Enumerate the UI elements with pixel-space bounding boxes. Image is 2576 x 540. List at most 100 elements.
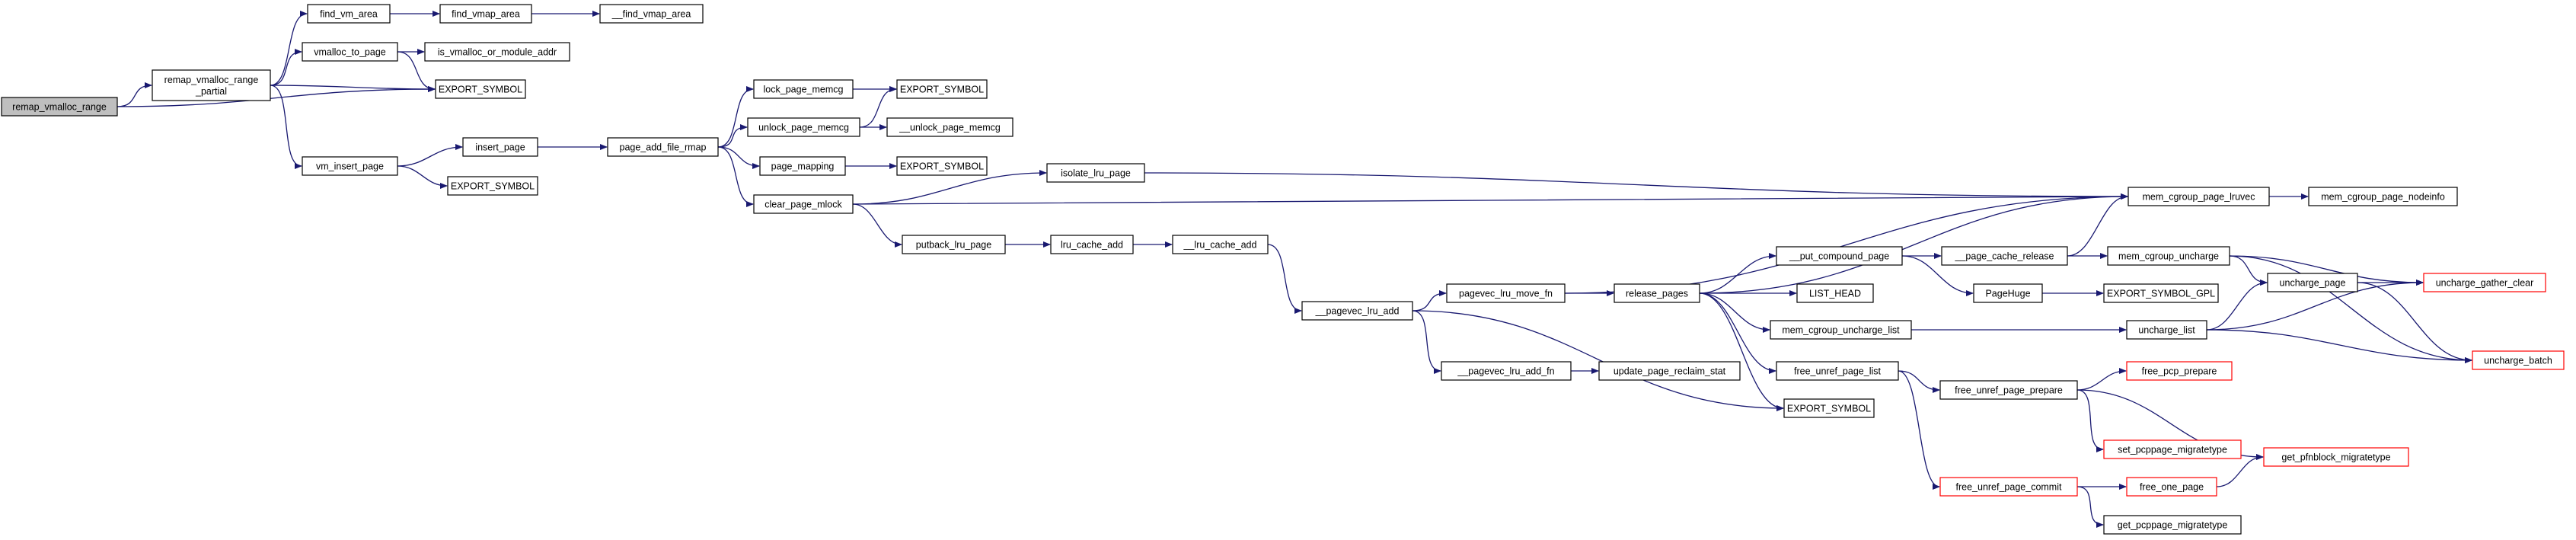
edge-path — [1699, 292, 1776, 374]
node---put-compound-page[interactable]: __put_compound_page — [1776, 246, 1903, 266]
edge-path — [852, 203, 902, 248]
node---page-cache-release[interactable]: __page_cache_release — [1941, 246, 2068, 266]
edge-path — [1699, 292, 1784, 411]
edge-path — [852, 193, 2128, 205]
node-label: insert_page — [475, 142, 525, 153]
node-remap-vmalloc-range[interactable]: remap_vmalloc_range — [1, 97, 118, 117]
node-isolate-lru-page[interactable]: isolate_lru_page — [1046, 163, 1145, 183]
node-label: __page_cache_release — [1955, 251, 2054, 262]
node-page-add-file-rmap[interactable]: page_add_file_rmap — [607, 137, 719, 157]
node-export-symbol-2[interactable]: EXPORT_SYMBOL — [447, 176, 538, 196]
node-pagehuge[interactable]: PageHuge — [1973, 283, 2043, 303]
node-free-unref-page-prepare[interactable]: free_unref_page_prepare — [1939, 380, 2078, 400]
node-label: lru_cache_add — [1061, 240, 1123, 251]
edge-path — [2216, 454, 2264, 487]
node---pagevec-lru-add[interactable]: __pagevec_lru_add — [1301, 301, 1413, 321]
node-box — [307, 4, 391, 24]
node-lru-cache-add[interactable]: lru_cache_add — [1050, 235, 1134, 254]
node-label: isolate_lru_page — [1061, 168, 1131, 179]
node-mem-cgroup-page-nodeinfo[interactable]: mem_cgroup_page_nodeinfo — [2308, 187, 2458, 206]
node-get-pfnblock-migratetype[interactable]: get_pfnblock_migratetype — [2263, 447, 2409, 467]
node---find-vmap-area[interactable]: __find_vmap_area — [599, 4, 704, 24]
edge-remap_vmalloc_range_partial-to-export_symbol_1 — [270, 85, 436, 92]
node-pagevec-lru-move-fn[interactable]: pagevec_lru_move_fn — [1446, 283, 1566, 303]
edge-path — [397, 144, 463, 167]
node-vmalloc-to-page[interactable]: vmalloc_to_page — [302, 42, 398, 62]
edge-remap_vmalloc_range-to-remap_vmalloc_range_partial — [117, 82, 152, 107]
node-box — [1939, 380, 2078, 400]
edge-page_add_file_rmap-to-clear_page_mlock — [717, 146, 754, 207]
node-label: free_one_page — [2140, 482, 2204, 493]
edge-vm_insert_page-to-export_symbol_2 — [397, 165, 448, 189]
node-mem-cgroup-uncharge[interactable]: mem_cgroup_uncharge — [2107, 246, 2230, 266]
node-mem-cgroup-uncharge-list[interactable]: mem_cgroup_uncharge_list — [1770, 320, 1912, 340]
node-label: page_mapping — [771, 161, 835, 172]
node-label: EXPORT_SYMBOL — [451, 181, 535, 192]
node-box — [2126, 320, 2207, 340]
edge-path — [117, 82, 152, 107]
node-export-symbol-3[interactable]: EXPORT_SYMBOL — [896, 79, 988, 99]
node-free-pcp-prepare[interactable]: free_pcp_prepare — [2126, 361, 2233, 381]
edge-remap_vmalloc_range_partial-to-find_vm_area — [270, 11, 308, 86]
node-label: __put_compound_page — [1789, 251, 1889, 262]
node-find-vm-area[interactable]: find_vm_area — [307, 4, 391, 24]
node-box — [435, 79, 526, 99]
node-release-pages[interactable]: release_pages — [1614, 283, 1700, 303]
node-free-one-page[interactable]: free_one_page — [2126, 477, 2217, 497]
node-get-pcppage-migratetype[interactable]: get_pcppage_migratetype — [2103, 515, 2242, 535]
node-find-vmap-area[interactable]: find_vmap_area — [439, 4, 532, 24]
node-list-head[interactable]: LIST_HEAD — [1796, 283, 1874, 303]
node---unlock-page-memcg[interactable]: __unlock_page_memcg — [886, 117, 1013, 137]
node-export-symbol-1[interactable]: EXPORT_SYMBOL — [435, 79, 526, 99]
node-export-symbol-gpl[interactable]: EXPORT_SYMBOL_GPL — [2103, 283, 2219, 303]
node-box — [759, 156, 846, 176]
edge-path — [117, 86, 436, 107]
node-label: mem_cgroup_page_nodeinfo — [2321, 192, 2445, 203]
node-uncharge-list[interactable]: uncharge_list — [2126, 320, 2207, 340]
node-free-unref-page-list[interactable]: free_unref_page_list — [1776, 361, 1899, 381]
node-clear-page-mlock[interactable]: clear_page_mlock — [753, 194, 854, 214]
node-box — [2128, 187, 2270, 206]
node-box — [1446, 283, 1566, 303]
node-box — [302, 42, 398, 62]
edge-free_unref_page_prepare-to-free_pcp_prepare — [2076, 368, 2127, 391]
node-uncharge-page[interactable]: uncharge_page — [2267, 273, 2358, 292]
node-free-unref-page-commit[interactable]: free_unref_page_commit — [1939, 477, 2078, 497]
edge-free_unref_page_list-to-free_unref_page_prepare — [1898, 370, 1940, 393]
edge-uncharge_list-to-uncharge_batch — [2206, 329, 2472, 363]
node-uncharge-batch[interactable]: uncharge_batch — [2472, 350, 2565, 370]
edge-path — [1898, 370, 1940, 393]
node-box — [1776, 246, 1903, 266]
node---lru-cache-add[interactable]: __lru_cache_add — [1172, 235, 1269, 254]
node-lock-page-memcg[interactable]: lock_page_memcg — [753, 79, 854, 99]
edge-__pagevec_lru_add-to-__pagevec_lru_add_fn — [1412, 310, 1441, 374]
edge-remap_vmalloc_range_partial-to-vm_insert_page — [270, 85, 302, 169]
edge-isolate_lru_page-to-mem_cgroup_page_lruvec — [1144, 172, 2128, 200]
node-set-pcppage-migratetype[interactable]: set_pcppage_migratetype — [2103, 439, 2242, 459]
edge-path — [1699, 253, 1776, 294]
node-insert-page[interactable]: insert_page — [462, 137, 538, 157]
node-export-symbol-5[interactable]: EXPORT_SYMBOL — [1783, 398, 1875, 418]
node-remap-vmalloc-range-partial[interactable]: remap_vmalloc_range_partial — [152, 69, 271, 101]
node-vm-insert-page[interactable]: vm_insert_page — [302, 156, 398, 176]
node-label: __lru_cache_add — [1183, 240, 1257, 251]
node-unlock-page-memcg[interactable]: unlock_page_memcg — [747, 117, 860, 137]
edge-path — [270, 85, 302, 169]
edge-release_pages-to-export_symbol_5 — [1699, 292, 1784, 411]
edge-path — [2067, 193, 2128, 257]
node-box — [1796, 283, 1874, 303]
node-update-page-reclaim-stat[interactable]: update_page_reclaim_stat — [1598, 361, 1741, 381]
node-box — [1301, 301, 1413, 321]
edge-page_add_file_rmap-to-lock_page_memcg — [717, 86, 754, 148]
node-putback-lru-page[interactable]: putback_lru_page — [902, 235, 1006, 254]
node---pagevec-lru-add-fn[interactable]: __pagevec_lru_add_fn — [1441, 361, 1572, 381]
node-export-symbol-4[interactable]: EXPORT_SYMBOL — [896, 156, 988, 176]
node-box — [2308, 187, 2458, 206]
node-is-vmalloc-or-module-addr[interactable]: is_vmalloc_or_module_addr — [424, 42, 570, 62]
node-box — [2103, 439, 2242, 459]
node-label: LIST_HEAD — [1809, 289, 1861, 299]
node-uncharge-gather-clear[interactable]: uncharge_gather_clear — [2423, 273, 2546, 292]
node-mem-cgroup-page-lruvec[interactable]: mem_cgroup_page_lruvec — [2128, 187, 2270, 206]
node-page-mapping[interactable]: page_mapping — [759, 156, 846, 176]
node-label: release_pages — [1626, 289, 1688, 299]
